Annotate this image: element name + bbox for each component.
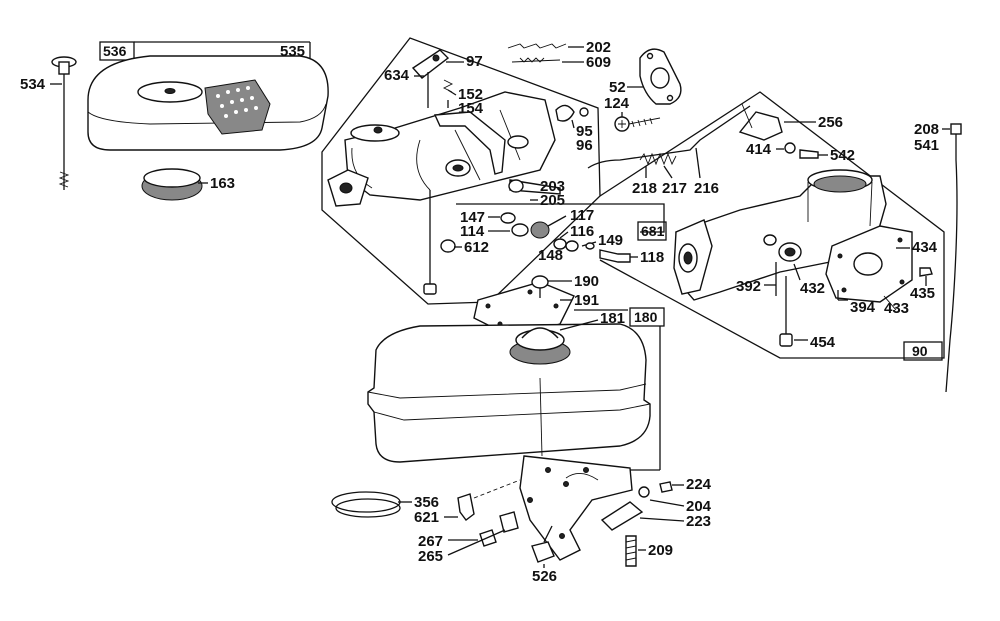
label-154: 154: [458, 100, 484, 117]
rod-609: [511, 59, 561, 63]
label-117: 117: [570, 207, 594, 224]
label-392: 392: [736, 278, 761, 295]
label-147: 147: [460, 209, 485, 226]
bolt-526: [531, 541, 555, 563]
label-205: 205: [540, 192, 565, 209]
label-256: 256: [818, 114, 843, 131]
label-97: 97: [466, 53, 483, 70]
kit-681-label: 681: [641, 223, 665, 239]
label-394: 394: [850, 299, 876, 316]
label-621: 621: [414, 509, 439, 526]
label-634: 634: [384, 67, 410, 84]
label-163: 163: [210, 175, 235, 192]
label-223: 223: [686, 513, 711, 530]
label-209: 209: [648, 542, 673, 559]
label-114: 114: [460, 223, 485, 240]
label-356: 356: [414, 494, 439, 511]
gasket-group: 52 124: [604, 48, 682, 132]
label-216: 216: [694, 180, 719, 197]
label-612: 612: [464, 239, 489, 256]
carburetor-box-90-outline: [599, 91, 945, 359]
label-218: 218: [632, 180, 657, 197]
fuel-tank-group: 180 191 190 181 356: [331, 273, 712, 585]
clip-621: [457, 493, 475, 521]
carburetor-upper-group: 97 634 152 154 202 609 95 96 203 205 681…: [321, 37, 667, 305]
label-542: 542: [830, 147, 855, 164]
throttle-link-97: [411, 49, 450, 79]
air-cleaner-label-box: [99, 41, 135, 61]
link-256: [738, 111, 783, 141]
box-90-label: 90: [912, 343, 928, 359]
label-52: 52: [609, 79, 626, 96]
dipstick-rod: [945, 126, 958, 393]
label-190: 190: [574, 273, 599, 290]
bowl-screw-118: [599, 249, 631, 263]
tank-box-label: 180: [634, 309, 658, 325]
label-534: 534: [20, 76, 46, 93]
label-414: 414: [746, 141, 772, 158]
label-526: 526: [532, 568, 557, 585]
label-181: 181: [600, 310, 625, 327]
link-223: [600, 501, 644, 531]
label-124: 124: [604, 95, 630, 112]
label-208: 208: [914, 121, 939, 138]
label-432: 432: [800, 280, 825, 297]
label-541: 541: [914, 137, 939, 154]
carburetor-body-upper: [344, 91, 556, 201]
label-204: 204: [686, 498, 712, 515]
carburetor-group-outline: [321, 37, 601, 305]
label-152: 152: [458, 86, 483, 103]
label-435: 435: [910, 285, 935, 302]
label-224: 224: [686, 476, 712, 493]
air-filter-element: [204, 79, 271, 135]
label-203: 203: [540, 178, 565, 195]
label-265: 265: [418, 548, 443, 565]
air-cleaner-group: 536 535 163 534: [20, 41, 329, 201]
dipstick-group: 208 541: [914, 121, 962, 393]
label-434: 434: [912, 239, 938, 256]
label-96: 96: [576, 137, 593, 154]
tank-box-label-frame: [629, 307, 665, 327]
kit-681-label-box: [637, 221, 667, 241]
box-90-label-frame: [903, 341, 943, 361]
label-454: 454: [810, 334, 836, 351]
label-116: 116: [570, 223, 594, 240]
throttle-rod-216: [587, 105, 751, 169]
label-149: 149: [598, 232, 623, 249]
label-118: 118: [640, 249, 664, 266]
spring-202: [507, 43, 567, 49]
label-217: 217: [662, 180, 687, 197]
label-202: 202: [586, 39, 611, 56]
label-267: 267: [418, 533, 443, 550]
air-cleaner-box-label: 536: [103, 43, 127, 59]
label-148: 148: [538, 247, 563, 264]
label-609: 609: [586, 54, 611, 71]
label-191: 191: [574, 292, 599, 309]
governor-spring-217: [639, 152, 677, 166]
carburetor-lower-group: 90 256 414 542 218 217 216: [587, 91, 945, 361]
clip-95: [555, 104, 575, 122]
label-433: 433: [884, 300, 909, 317]
fuel-tank: [367, 323, 651, 463]
label-95: 95: [576, 123, 593, 140]
